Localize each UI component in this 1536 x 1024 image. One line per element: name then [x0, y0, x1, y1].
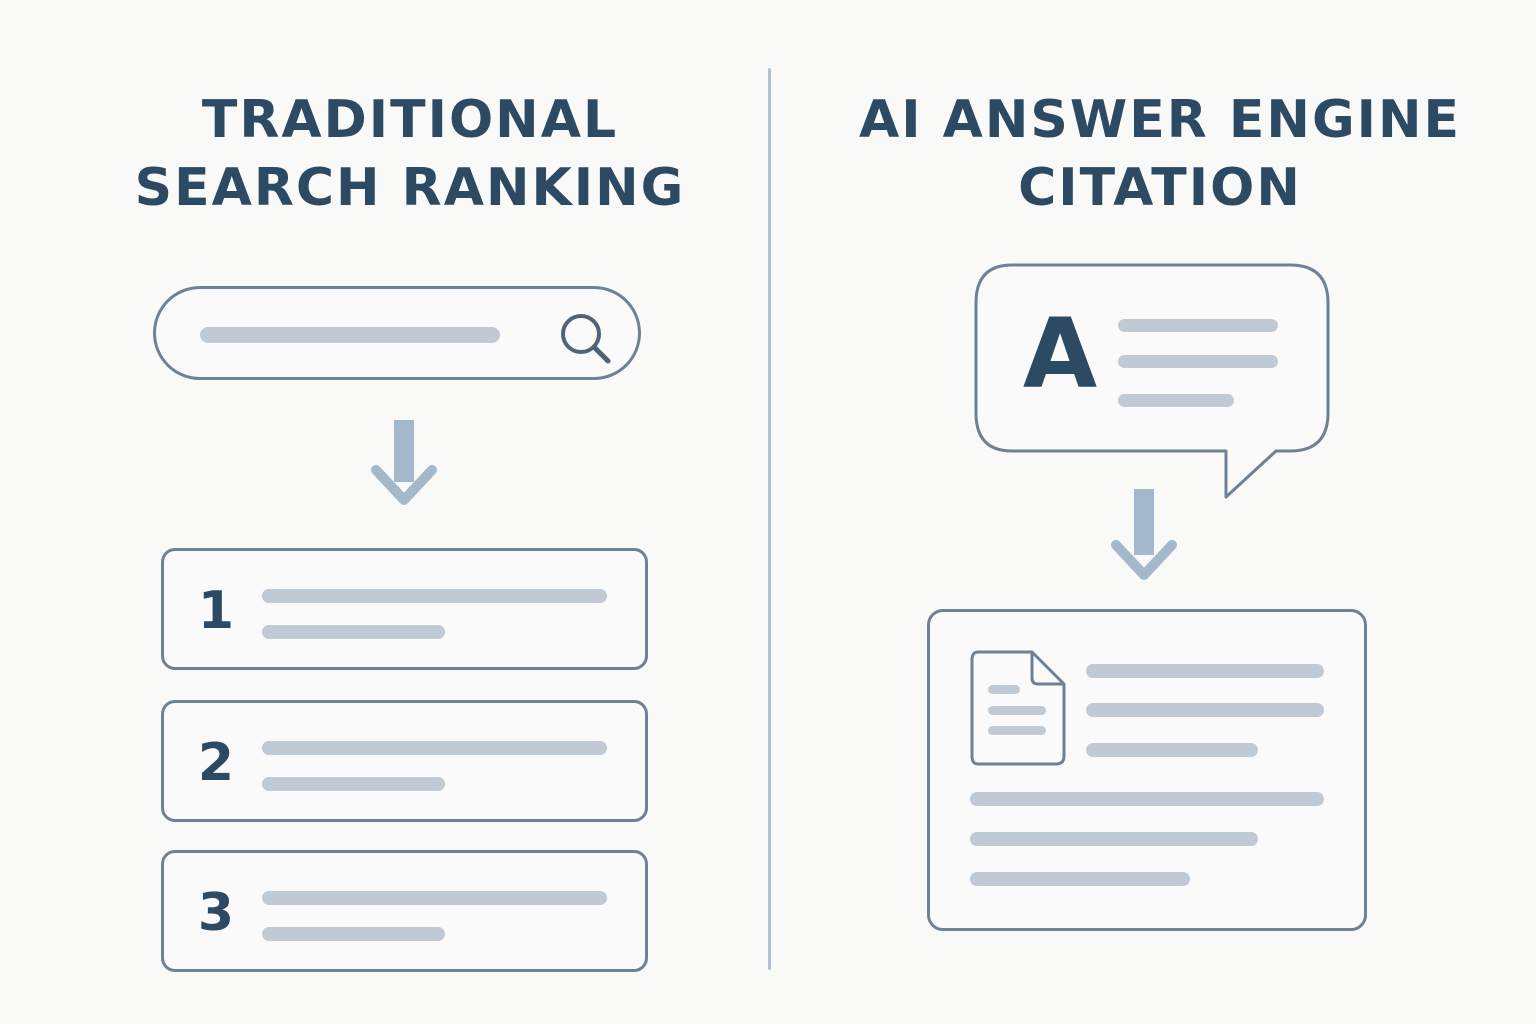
- title-line: AI ANSWER ENGINE: [858, 90, 1462, 150]
- document-icon: [970, 650, 1066, 766]
- result-title-line: [262, 891, 607, 905]
- source-text-line: [1086, 743, 1258, 757]
- search-query-placeholder: [200, 327, 500, 343]
- search-result-3[interactable]: 3: [161, 850, 648, 972]
- title-line: CITATION: [1018, 158, 1302, 218]
- result-snippet-line: [262, 777, 445, 791]
- search-result-2[interactable]: 2: [161, 700, 648, 822]
- answer-line-2: [1118, 355, 1278, 368]
- title-line: SEARCH RANKING: [134, 158, 686, 218]
- answer-line-3: [1118, 394, 1234, 407]
- search-icon[interactable]: [556, 309, 616, 369]
- result-snippet-line: [262, 927, 445, 941]
- speech-bubble-icon: [974, 263, 1330, 499]
- answer-line-1: [1118, 319, 1278, 332]
- cited-source-card[interactable]: [927, 609, 1367, 931]
- search-bar[interactable]: [153, 286, 641, 380]
- source-text-line: [1086, 703, 1324, 717]
- down-arrow-icon: [371, 420, 437, 505]
- result-snippet-line: [262, 625, 445, 639]
- result-rank: 2: [197, 733, 235, 793]
- source-body-line: [970, 832, 1258, 846]
- source-title-line: [1086, 664, 1324, 678]
- title-line: TRADITIONAL: [201, 90, 619, 150]
- source-body-line: [970, 872, 1190, 886]
- result-rank: 1: [197, 581, 235, 641]
- traditional-search-title: TRADITIONAL SEARCH RANKING: [110, 86, 710, 222]
- answer-letter: A: [1022, 298, 1098, 410]
- panel-divider: [768, 68, 771, 970]
- down-arrow-icon: [1111, 489, 1177, 580]
- result-title-line: [262, 589, 607, 603]
- ai-answer-engine-title: AI ANSWER ENGINE CITATION: [850, 86, 1470, 222]
- search-result-1[interactable]: 1: [161, 548, 648, 670]
- source-body-line: [970, 792, 1324, 806]
- result-title-line: [262, 741, 607, 755]
- result-rank: 3: [197, 883, 235, 943]
